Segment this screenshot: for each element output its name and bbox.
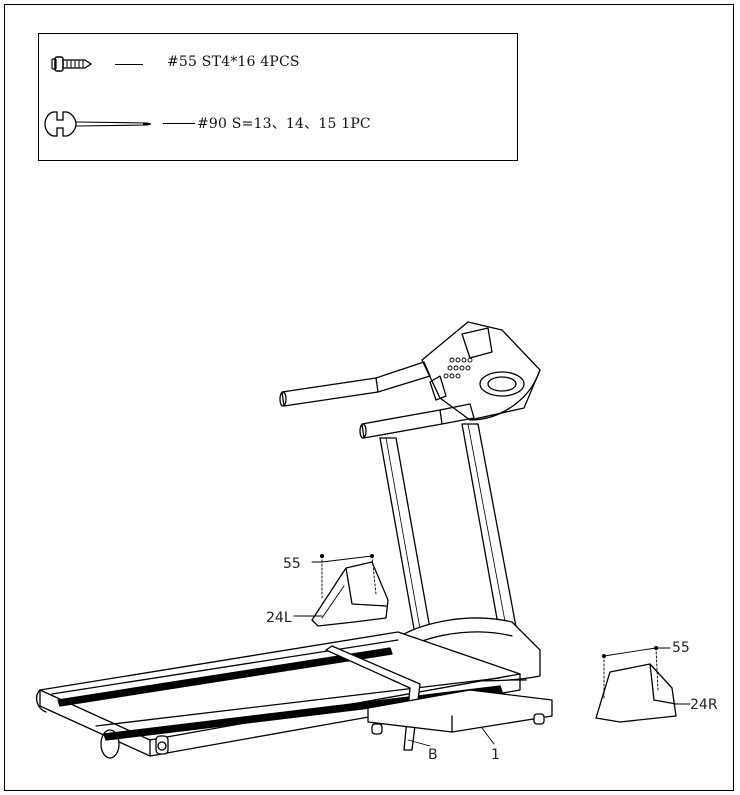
base-frame: [155, 689, 553, 755]
part-row-55: #55 ST4*16 4PCS: [39, 52, 517, 88]
screw-icon: [51, 56, 93, 72]
left-side-cover: [311, 561, 389, 627]
parts-list-box: #55 ST4*16 4PCS #90 S=13、14、15 1PC: [38, 33, 518, 161]
handlebars: [279, 361, 475, 439]
part-row-90: #90 S=13、14、15 1PC: [39, 108, 517, 144]
callout-left-screw: 55: [283, 556, 301, 572]
callout-base: 1: [491, 747, 500, 763]
side-rails: [57, 647, 503, 741]
page-frame: [4, 4, 734, 791]
part-55-text: #55 ST4*16 4PCS: [167, 54, 300, 70]
console: [421, 321, 541, 421]
belt-strap: [325, 645, 421, 751]
part-90-text: #90 S=13、14、15 1PC: [197, 116, 371, 132]
part-dash: [115, 64, 143, 65]
leader-lines: [293, 553, 691, 747]
wrench-icon: [44, 111, 152, 137]
callout-right-cover: 24R: [690, 697, 718, 713]
right-side-cover: [595, 663, 677, 723]
callout-belt: B: [428, 747, 438, 763]
callout-left-cover: 24L: [266, 610, 292, 626]
callout-labels: 55 24L 55 24R B 1: [266, 556, 718, 763]
part-dash: [163, 123, 195, 124]
callout-right-screw: 55: [672, 640, 690, 656]
